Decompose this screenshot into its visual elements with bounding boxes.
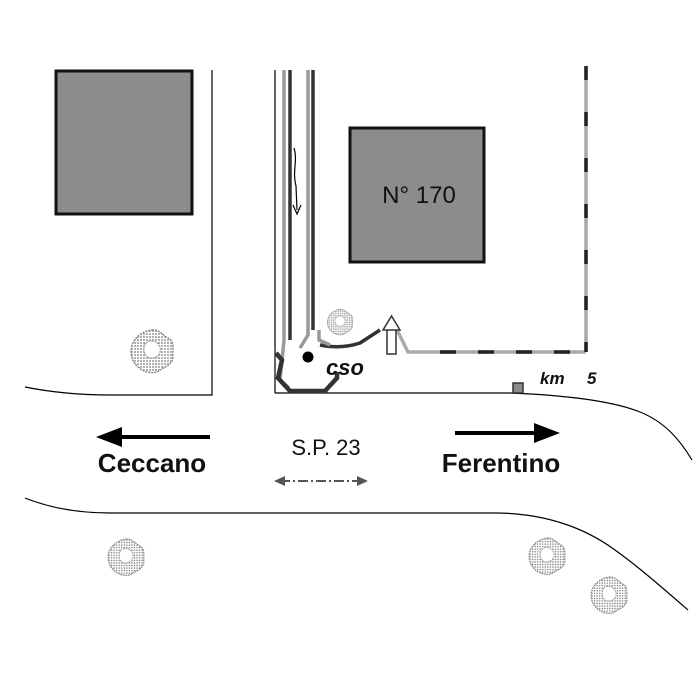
dot-icon xyxy=(302,351,314,363)
main-road-north-edge xyxy=(275,392,693,461)
pipe-gray-right xyxy=(298,70,310,349)
pipe-gray-outer xyxy=(278,70,291,390)
tree-icon xyxy=(107,538,145,577)
cso-label: cso xyxy=(326,355,364,380)
tree-icon xyxy=(130,329,174,374)
main-road-south-edge xyxy=(24,497,689,611)
cso-pipe-link xyxy=(317,330,331,347)
km-marker-icon xyxy=(512,382,524,394)
building-number-label: N° 170 xyxy=(382,182,456,209)
cso-basin xyxy=(274,351,340,394)
bidirectional-arrow-icon xyxy=(274,476,368,486)
road-name-label: S.P. 23 xyxy=(291,435,360,460)
tree-icon xyxy=(528,537,566,576)
arrow-west-icon xyxy=(96,427,210,447)
west-town-label: Ceccano xyxy=(98,448,206,478)
building-left xyxy=(54,69,194,216)
left-lot-boundary xyxy=(24,70,213,396)
km-prefix-label: km xyxy=(540,369,565,388)
down-arrow-icon xyxy=(292,147,302,216)
outlet-pipe-horizontal xyxy=(395,329,586,354)
tree-icon xyxy=(590,576,628,615)
tree-icon xyxy=(326,308,354,336)
cso-pipe-to-outlet xyxy=(319,328,381,349)
building-170 xyxy=(348,126,486,264)
km-value-label: 5 xyxy=(587,369,597,388)
east-town-label: Ferentino xyxy=(442,448,560,478)
up-arrow-icon xyxy=(381,314,402,355)
arrow-east-icon xyxy=(455,423,560,443)
